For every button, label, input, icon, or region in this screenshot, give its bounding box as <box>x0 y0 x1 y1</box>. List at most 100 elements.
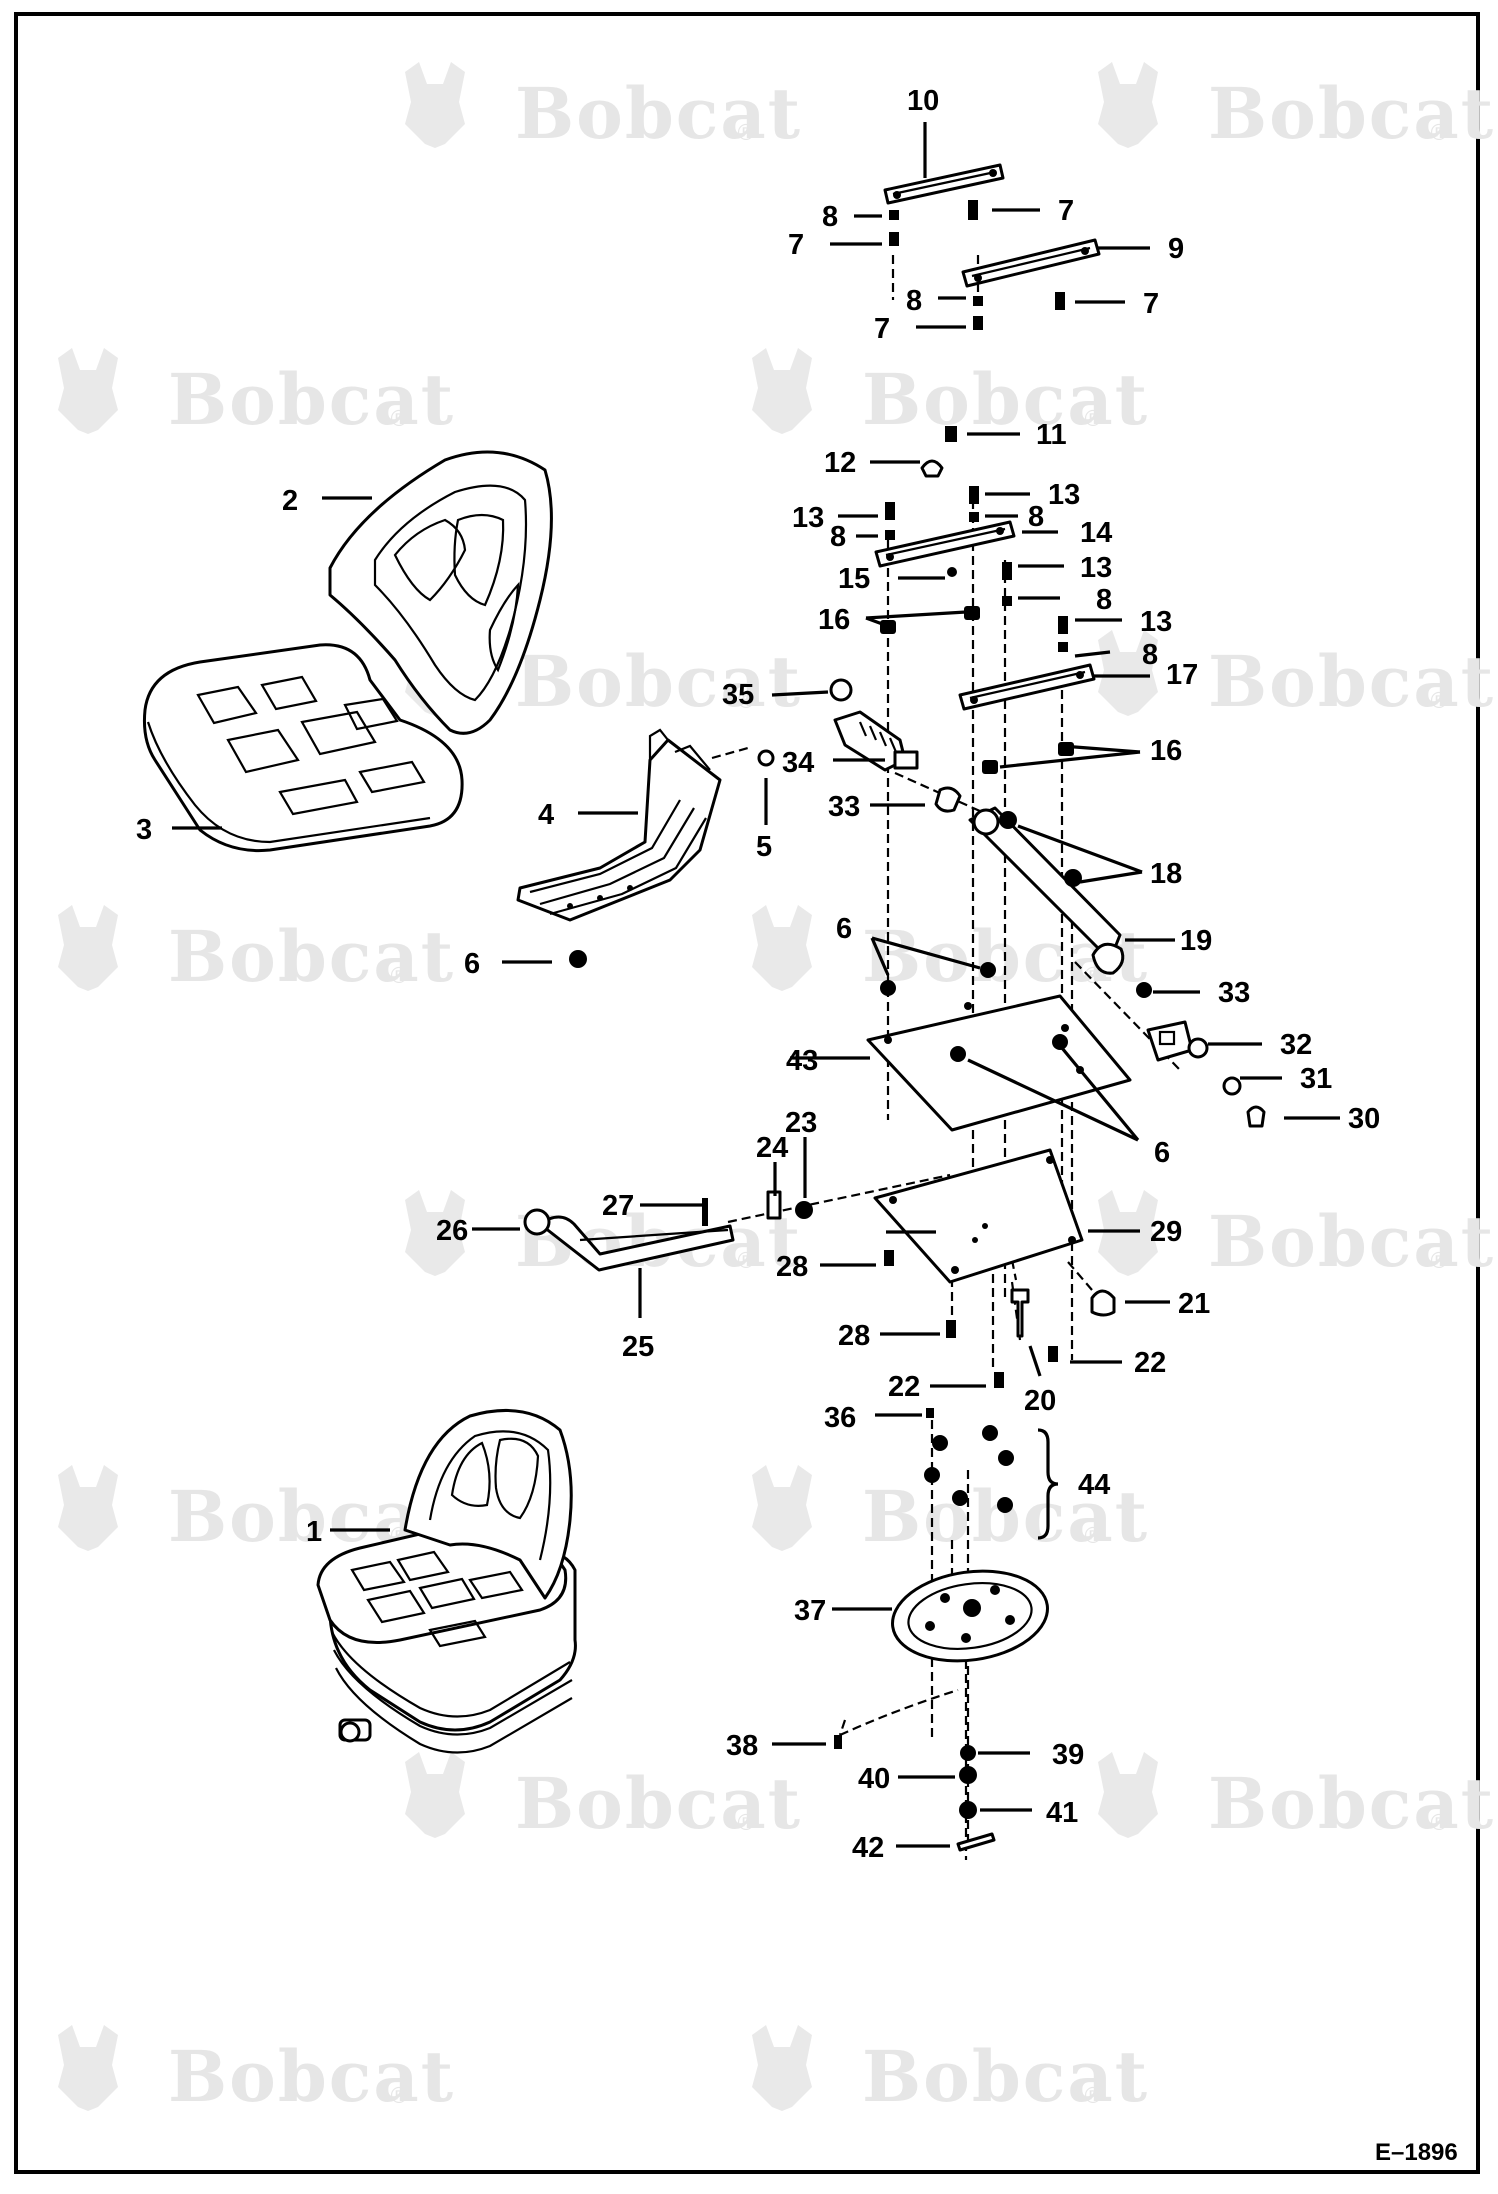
callout-2: 2 <box>282 485 298 517</box>
svg-text:®: ® <box>388 964 410 989</box>
callout-7: 7 <box>874 313 890 345</box>
callout-6: 6 <box>836 913 852 945</box>
washer-8 <box>1058 642 1068 652</box>
callout-26: 26 <box>436 1215 468 1247</box>
svg-text:Bobcat: Bobcat <box>168 2035 455 2118</box>
callout-13: 13 <box>792 502 824 534</box>
drawing-code: E–1896 <box>1375 2139 1458 2166</box>
callout-8: 8 <box>822 201 838 233</box>
mounting-plate-43 <box>866 994 1132 1132</box>
washer-33 <box>934 786 962 813</box>
svg-text:®: ® <box>388 407 410 432</box>
callout-25: 25 <box>622 1331 654 1363</box>
svg-text:Bobcat: Bobcat <box>515 72 802 155</box>
callout-8: 8 <box>1096 584 1112 616</box>
callout-3: 3 <box>136 814 152 846</box>
callout-21: 21 <box>1178 1288 1210 1320</box>
bolt-13 <box>1002 562 1012 580</box>
knob-26 <box>523 1208 551 1236</box>
nut-15 <box>947 567 957 577</box>
svg-text:Bobcat: Bobcat <box>168 915 455 998</box>
callout-28: 28 <box>776 1251 808 1283</box>
callout-33: 33 <box>1218 977 1250 1009</box>
bolt-36 <box>926 1408 934 1418</box>
callout-6: 6 <box>1154 1137 1170 1169</box>
callout-8: 8 <box>830 521 846 553</box>
callout-8: 8 <box>906 285 922 317</box>
watermark: Bobcat® <box>58 905 455 998</box>
watermark: Bobcat® <box>752 1465 1147 1558</box>
washer-31 <box>1222 1076 1242 1096</box>
callout-37: 37 <box>794 1595 826 1627</box>
callout-19: 19 <box>1180 925 1212 957</box>
callout-1: 1 <box>306 1516 322 1548</box>
svg-text:®: ® <box>735 121 757 146</box>
callout-13: 13 <box>1048 479 1080 511</box>
svg-text:®: ® <box>1428 1249 1450 1274</box>
callout-44: 44 <box>1078 1469 1110 1501</box>
callout-43: 43 <box>786 1045 818 1077</box>
washer-8 <box>889 210 899 220</box>
callout-11: 11 <box>1036 419 1067 451</box>
bolt-28 <box>946 1320 956 1338</box>
callout-13: 13 <box>1140 606 1172 638</box>
callout-30: 30 <box>1348 1103 1380 1135</box>
callout-12: 12 <box>824 447 856 479</box>
nut-6 <box>880 980 896 996</box>
callout-8: 8 <box>1028 501 1044 533</box>
svg-text:Bobcat: Bobcat <box>1208 640 1495 723</box>
svg-text:®: ® <box>1082 964 1104 989</box>
watermark-layer: Bobcat® Bobcat® Bobcat® Bobcat® Bobcat® … <box>58 62 1495 2118</box>
callout-16: 16 <box>818 604 850 636</box>
svg-text:Bobcat: Bobcat <box>1208 72 1495 155</box>
svg-text:®: ® <box>1082 2084 1104 2109</box>
callout-4: 4 <box>538 799 554 831</box>
watermark: Bobcat® <box>1098 1190 1495 1283</box>
callout-35: 35 <box>722 679 754 711</box>
watermark: Bobcat® <box>405 62 802 155</box>
callout-38: 38 <box>726 1730 758 1762</box>
callout-labels: 10 8 7 7 9 8 7 7 11 12 13 8 13 8 14 15 1… <box>136 85 1380 1864</box>
svg-text:®: ® <box>388 2084 410 2109</box>
bolt-38 <box>834 1735 842 1749</box>
washer-39 <box>960 1745 976 1761</box>
svg-text:Bobcat: Bobcat <box>168 358 455 441</box>
svg-text:Bobcat: Bobcat <box>1208 1762 1495 1845</box>
washer-8 <box>969 512 979 522</box>
callout-7: 7 <box>1143 288 1159 320</box>
bolt-5 <box>757 749 775 767</box>
nut-6 <box>569 950 587 968</box>
callout-16: 16 <box>1150 735 1182 767</box>
callout-41: 41 <box>1046 1797 1078 1829</box>
backrest-cushion-2 <box>328 450 553 735</box>
callout-leaders <box>172 122 1340 1848</box>
nut-22 <box>994 1372 1004 1388</box>
svg-text:Bobcat: Bobcat <box>515 1762 802 1845</box>
suspension-arm-19 <box>968 806 1125 975</box>
callout-7: 7 <box>788 229 804 261</box>
callout-17: 17 <box>1166 659 1198 691</box>
watermark: Bobcat® <box>58 348 455 441</box>
watermark: Bobcat® <box>752 2025 1147 2118</box>
bushing-18 <box>999 811 1017 829</box>
svg-text:Bobcat: Bobcat <box>1208 1200 1495 1283</box>
watermark: Bobcat® <box>405 630 800 723</box>
pin-42 <box>956 1832 996 1852</box>
washer-33 <box>1136 982 1152 998</box>
base-plate-29 <box>873 1148 1084 1284</box>
bolt-30 <box>1246 1105 1266 1128</box>
seat-slide-14 <box>874 520 1016 568</box>
svg-text:®: ® <box>735 1811 757 1836</box>
watermark: Bobcat® <box>58 2025 455 2118</box>
callout-6: 6 <box>464 948 480 980</box>
bolt-7 <box>1055 292 1065 310</box>
watermark: Bobcat® <box>1098 62 1495 155</box>
knob-21 <box>1090 1289 1116 1317</box>
bolt-7 <box>973 316 983 330</box>
bolt-28 <box>884 1250 894 1266</box>
watermark: Bobcat® <box>752 348 1147 441</box>
nut-set-44 <box>924 1425 1014 1513</box>
seat-slide-17 <box>958 663 1096 711</box>
seat-cushion-3 <box>143 643 464 853</box>
